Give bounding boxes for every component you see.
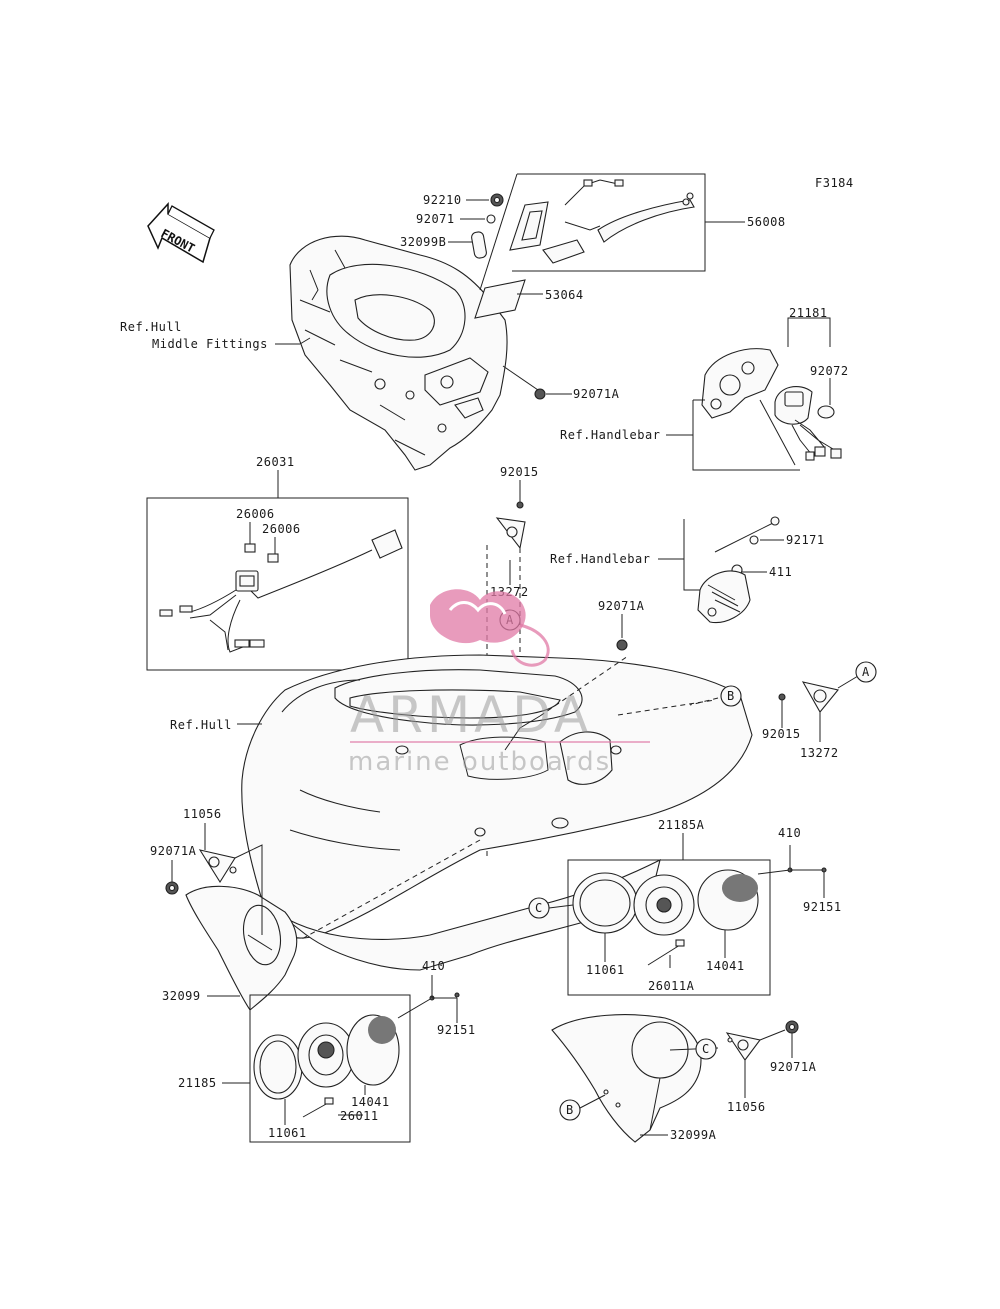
figure-code: F3184 — [815, 176, 854, 190]
part-14041-bottom-label: 14041 — [351, 1095, 390, 1109]
ref-hull-label: Ref.Hull — [170, 718, 232, 732]
part-21185A-label: 21185A — [658, 818, 705, 832]
callout-B-bottom: B — [566, 1103, 574, 1117]
part-11061-bottom-label: 11061 — [268, 1126, 307, 1140]
plate-53064 — [474, 279, 526, 319]
part-32099-label: 32099 — [162, 989, 201, 1003]
part-21185-label: 21185 — [178, 1076, 217, 1090]
part-14041-right-label: 14041 — [706, 959, 745, 973]
hull-middle-fittings — [289, 235, 508, 471]
speaker-pod-32099A — [551, 1014, 799, 1143]
ref-hull-middle-label: Ref.Hull — [120, 320, 182, 334]
part-92171-label: 92171 — [786, 533, 825, 547]
speaker-kit-21185 — [222, 975, 460, 1143]
nut-92071A-mid — [616, 639, 628, 651]
part-410-bottom-label: 410 — [422, 959, 445, 973]
part-92071A-top-label: 92071A — [573, 387, 620, 401]
part-92210-label: 92210 — [423, 193, 462, 207]
handlebar-switch-92171 — [658, 516, 784, 624]
small-fasteners-top — [448, 193, 504, 259]
armada-watermark: ARMADA marine outboards — [348, 589, 650, 777]
front-arrow-icon: FRONT — [147, 202, 215, 264]
bracket-13272-right — [778, 661, 877, 742]
switch-assembly-21181 — [666, 317, 842, 471]
part-26011-label: 26011 — [340, 1109, 379, 1123]
part-411-label: 411 — [769, 565, 792, 579]
part-21181-label: 21181 — [789, 306, 828, 320]
watermark-tagline: marine outboards — [348, 747, 611, 777]
callout-C-bottom: C — [702, 1042, 710, 1056]
part-56008-label: 56008 — [747, 215, 786, 229]
nut-92071A-top — [534, 388, 546, 400]
part-92015-top-label: 92015 — [500, 465, 539, 479]
part-92072-label: 92072 — [810, 364, 849, 378]
ref-handlebar-label-2: Ref.Handlebar — [550, 552, 650, 566]
part-11061-right-label: 11061 — [586, 963, 625, 977]
harness-26031 — [146, 470, 409, 671]
callout-C-right: C — [535, 901, 543, 915]
part-92015-right-label: 92015 — [762, 727, 801, 741]
part-26011A-label: 26011A — [648, 979, 695, 993]
part-410-right-label: 410 — [778, 826, 801, 840]
part-92071-label: 92071 — [416, 212, 455, 226]
ref-handlebar-label-1: Ref.Handlebar — [560, 428, 660, 442]
part-92151-right-label: 92151 — [803, 900, 842, 914]
part-32099B-label: 32099B — [400, 235, 446, 249]
part-26031-label: 26031 — [256, 455, 295, 469]
callout-B-right-circle — [720, 685, 742, 707]
part-13272-right-label: 13272 — [800, 746, 839, 760]
hull — [241, 654, 753, 971]
part-92071A-mid-label: 92071A — [598, 599, 645, 613]
kit-56008 — [479, 173, 745, 291]
part-26006-a-label: 26006 — [236, 507, 275, 521]
part-26006-b-label: 26006 — [262, 522, 301, 536]
part-11056-left-label: 11056 — [183, 807, 222, 821]
ref-middle-fittings-label: Middle Fittings — [152, 337, 268, 351]
part-53064-label: 53064 — [545, 288, 584, 302]
speaker-kit-21185A — [528, 833, 827, 996]
part-11056-bottom-label: 11056 — [727, 1100, 766, 1114]
part-32099A-label: 32099A — [670, 1128, 717, 1142]
part-92151-bottom-label: 92151 — [437, 1023, 476, 1037]
speaker-pod-32099 — [165, 823, 298, 1011]
callout-A-right: A — [862, 665, 870, 679]
callout-B-right: B — [727, 689, 735, 703]
part-92071A-bottom-label: 92071A — [770, 1060, 817, 1074]
part-92071A-left-label: 92071A — [150, 844, 197, 858]
watermark-brand: ARMADA — [350, 686, 592, 744]
